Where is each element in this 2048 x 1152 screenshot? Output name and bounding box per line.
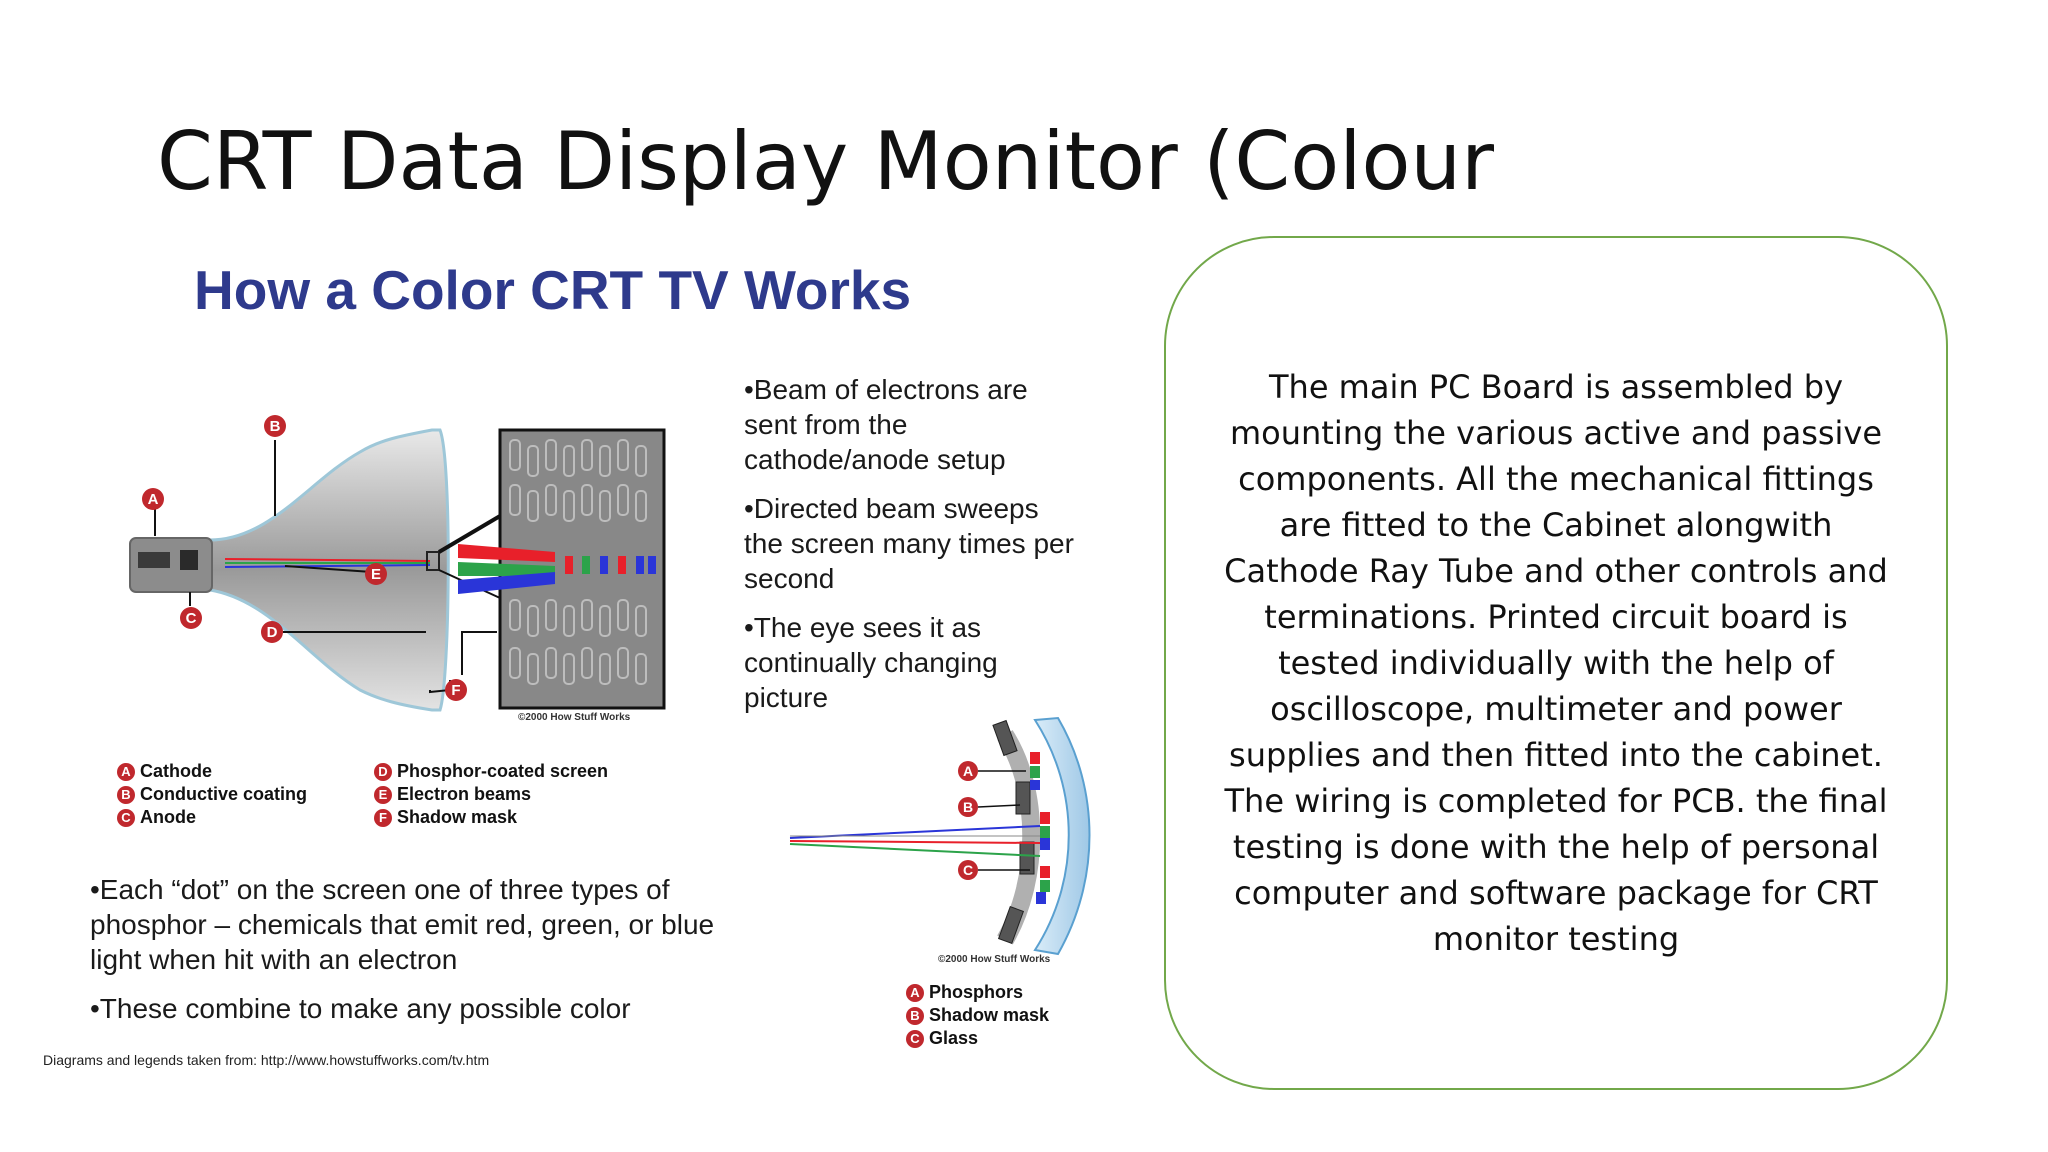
diagram-credit: ©2000 How Stuff Works [518, 712, 631, 723]
bullet-item: •The eye sees it as continually changing… [744, 612, 998, 713]
phosphor-diagram: A B C [789, 716, 1091, 956]
bullet-item: •Directed beam sweeps the screen many ti… [744, 493, 1074, 594]
svg-text:E: E [371, 566, 381, 583]
callout-small-a: A [958, 761, 978, 781]
callout-a: A [142, 488, 164, 510]
callout-small-b: B [958, 797, 978, 817]
bullet-item: •Beam of electrons are sent from the cat… [744, 374, 1028, 475]
diagram-credit-small: ©2000 How Stuff Works [938, 954, 1051, 965]
callout-d: D [261, 621, 283, 643]
callout-b: B [264, 415, 286, 437]
bullet-item: •These combine to make any possible colo… [90, 993, 631, 1024]
svg-text:B: B [270, 418, 281, 435]
bullet-item: •Each “dot” on the screen one of three t… [90, 874, 715, 975]
electron-beams [224, 551, 440, 571]
svg-text:A: A [148, 491, 159, 508]
crt-tube [129, 428, 450, 712]
svg-text:B: B [963, 799, 973, 815]
svg-text:C: C [186, 610, 197, 627]
diagram-title: How a Color CRT TV Works [194, 259, 912, 321]
info-box [1164, 236, 1948, 1090]
svg-text:D: D [267, 624, 278, 641]
bullets-right: •Beam of electrons are sent from the cat… [744, 372, 1074, 729]
svg-text:A: A [963, 763, 973, 779]
bullets-bottom: •Each “dot” on the screen one of three t… [90, 872, 750, 1040]
callout-e: E [365, 563, 387, 585]
svg-text:C: C [963, 862, 973, 878]
info-box-text: The main PC Board is assembled by mounti… [1224, 368, 1888, 958]
callout-small-c: C [958, 860, 978, 880]
callout-c: C [180, 607, 202, 629]
callout-f: F [445, 679, 467, 701]
slide-title: CRT Data Display Monitor (Colour [157, 115, 1494, 208]
shadow-mask-closeup [458, 428, 666, 710]
source-note: Diagrams and legends taken from: http://… [43, 1052, 490, 1068]
svg-text:F: F [451, 682, 460, 699]
